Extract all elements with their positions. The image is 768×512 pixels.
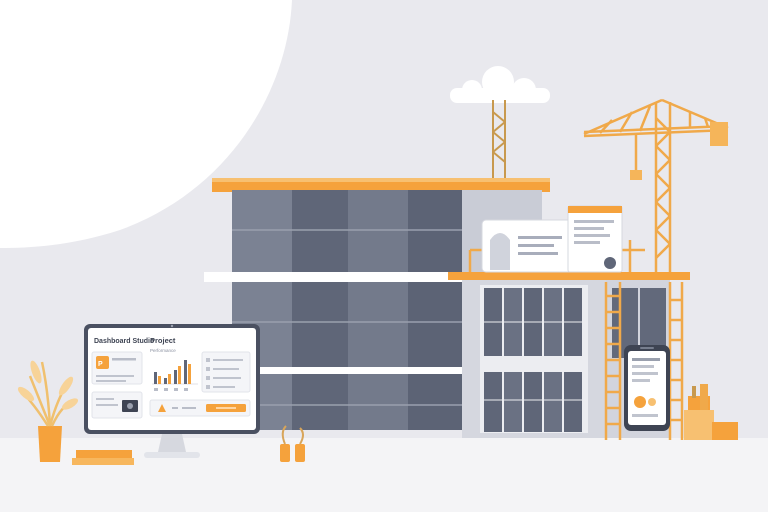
smartphone [624,345,670,431]
svg-text:P: P [98,361,103,368]
floor-lines [232,229,462,406]
side-window-mullions [484,321,582,401]
white-blob [0,0,292,248]
monitor-bar-chart [152,360,198,391]
stacked-blocks [72,450,134,465]
cloud [450,66,550,103]
tower-crane [583,98,729,275]
monitor-app-icon [96,356,109,369]
stacked-boxes [684,384,738,440]
monitor-panel-title: Project [150,336,176,345]
roof-slab-top [212,178,550,182]
glass-panels [232,190,462,430]
roof-slab [212,180,550,192]
document-card-lines [574,220,614,244]
rooftop-arch [490,233,510,270]
white-balcony-band-lower [256,367,462,374]
monitor-screen: Dashboard Studio Project Performance P [91,336,251,419]
small-plants [280,425,305,462]
rooftop-gear-icon [604,257,616,269]
crane-hook-block [630,170,642,180]
document-card-header [568,206,622,213]
terrace-slab [448,272,690,280]
white-balcony-band [204,272,466,282]
monitor-panel-subtitle: Performance [150,348,176,353]
monitor-brand-text: Dashboard Studio [94,338,154,345]
antenna-mast [492,100,506,182]
crane-counterweight [710,122,728,146]
ground [0,438,768,512]
rooftop-card-lines [518,236,562,255]
monitor-bottom-icons [158,404,196,412]
potted-plant [17,360,79,462]
